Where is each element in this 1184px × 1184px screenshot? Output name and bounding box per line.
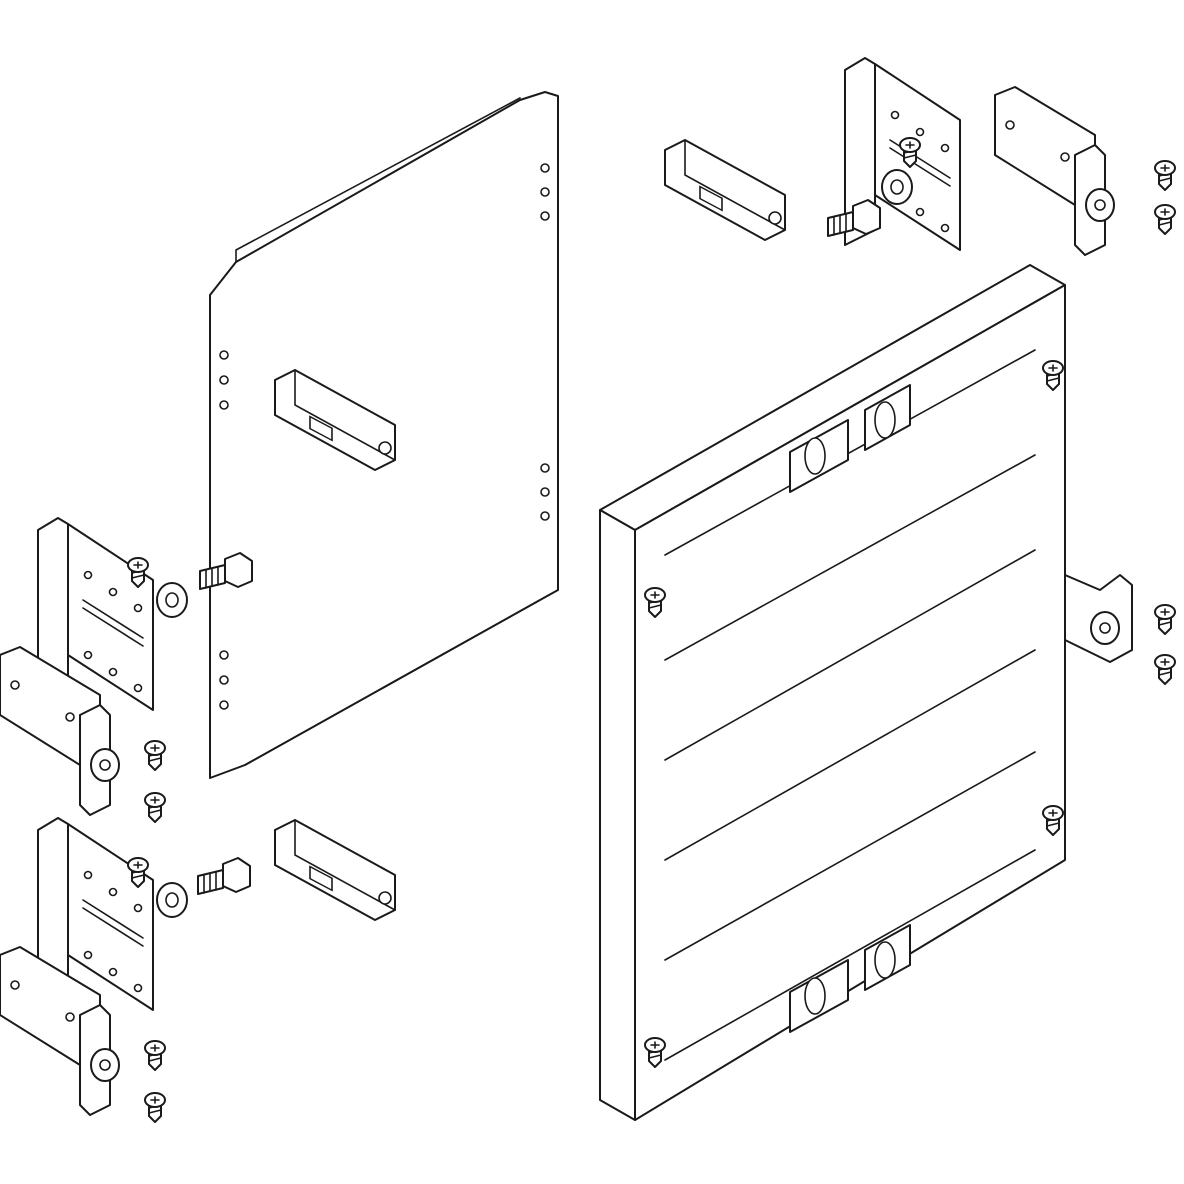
- washer: [156, 882, 188, 918]
- washer: [156, 582, 188, 618]
- mounting-plate: [199, 91, 559, 779]
- bolt: [197, 857, 251, 895]
- cutouts: [789, 384, 911, 1033]
- hinge: [994, 86, 1115, 256]
- screw: [1154, 654, 1176, 685]
- top-hardware: [664, 57, 1176, 256]
- latch: [274, 819, 396, 921]
- screw: [144, 740, 166, 771]
- screw: [1154, 604, 1176, 635]
- washer: [881, 169, 913, 205]
- screw: [1154, 204, 1176, 235]
- screw: [1154, 160, 1176, 191]
- right-hardware: [1064, 574, 1176, 685]
- left-hardware-lower: [0, 817, 396, 1123]
- cover-panel: [599, 264, 1066, 1121]
- left-hardware-upper: [0, 517, 188, 823]
- latch: [664, 139, 786, 241]
- screw: [144, 792, 166, 823]
- screw: [144, 1092, 166, 1123]
- screw: [144, 1040, 166, 1071]
- plate-holes: [219, 163, 550, 710]
